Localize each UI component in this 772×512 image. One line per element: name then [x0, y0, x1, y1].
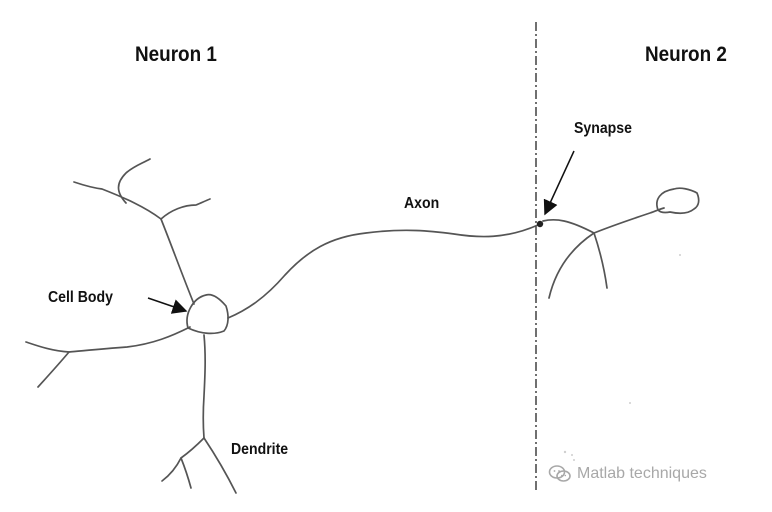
neuron-2-title: Neuron 2	[645, 43, 727, 66]
cell-body-label: Cell Body	[48, 289, 113, 306]
upper-dendrite-branch-top	[117, 158, 151, 204]
scan-dust	[563, 254, 681, 461]
axon-label: Axon	[404, 195, 440, 212]
synapse-dot	[536, 220, 544, 228]
lower-dendrite-right-branch	[203, 437, 237, 494]
lower-dendrite-inner-branch	[180, 457, 192, 489]
upper-dendrite-branch-right	[160, 198, 211, 220]
synapse-label: Synapse	[574, 120, 632, 137]
lower-dendrite-left-branch	[161, 437, 205, 482]
upper-dendrite-main	[73, 181, 195, 305]
synapse-arrow	[543, 150, 575, 216]
wechat-icon	[548, 465, 571, 482]
neuron-1-title: Neuron 1	[135, 43, 217, 66]
cell-body-shape	[186, 293, 229, 335]
left-dendrite-branch	[37, 351, 70, 388]
neuron2-cell-body	[656, 187, 700, 215]
dendrite-label: Dendrite	[231, 441, 289, 458]
cell-body-arrow	[147, 297, 188, 314]
watermark-text: Matlab techniques	[577, 465, 707, 482]
watermark: Matlab techniques	[547, 463, 707, 485]
axon-path	[227, 224, 539, 319]
neuron2-left-branch	[548, 232, 595, 299]
neuron2-main-branch	[542, 207, 665, 234]
lower-dendrite-main	[202, 334, 206, 439]
neuron2-right-branch	[593, 232, 608, 289]
left-dendrite-main	[25, 326, 191, 353]
